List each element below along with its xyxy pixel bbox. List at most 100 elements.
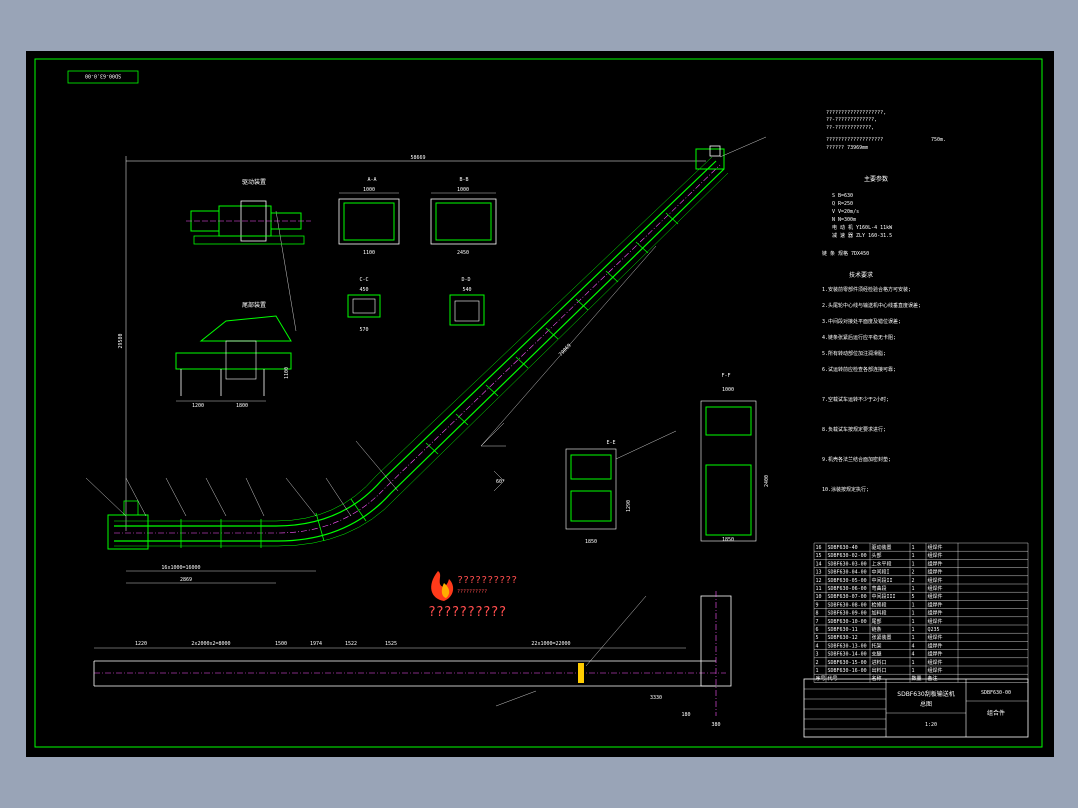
bom-cell: 组焊件 [928, 642, 943, 649]
bom-cell: SDBF630-08-00 [828, 602, 867, 608]
plan-dim-j: 380 [711, 722, 720, 728]
bom-cell: 出料口 [872, 667, 887, 674]
note-1: 1.安装前零部件须经检验合格方可安装; [822, 286, 911, 293]
bom-cell: 13 [816, 570, 822, 576]
dim-horizontal-b: 2869 [180, 577, 192, 583]
section-d: D-D 540 [449, 277, 485, 326]
plan-dim-h: 3330 [650, 695, 662, 701]
bom-cell: 检修段 [872, 601, 887, 608]
outer-frame [34, 58, 1043, 748]
bom-cell: 4 [912, 652, 915, 658]
section-f-height: 2400 [764, 475, 770, 487]
bom-cell: 组焊件 [928, 577, 943, 584]
plan-dim-g: 22x1000=22000 [531, 641, 570, 647]
leader-lines [85, 136, 767, 517]
bom-cell: SDBF630-05-00 [828, 578, 867, 584]
bom-cell: 2 [912, 570, 915, 576]
bom-cell: 张紧装置 [872, 634, 892, 641]
plan-dim-i: 180 [681, 712, 690, 718]
section-f: F-F 1000 1850 2400 [700, 373, 770, 543]
bom-cell: 4 [816, 643, 819, 649]
section-f-top: 1000 [722, 387, 734, 393]
section-a: A-A 1000 1100 [338, 177, 400, 256]
bom-cell: 10 [816, 594, 822, 600]
note-3: 3.中间段对接处平面度及错位误差; [822, 318, 901, 325]
bom-cell: 9 [816, 602, 819, 608]
bom-cell: 15 [816, 553, 822, 559]
notes-title: 技术要求 [849, 271, 873, 279]
angle-label: 60° [496, 479, 505, 485]
bom-cell: 组焊件 [928, 560, 943, 567]
section-c-top: 450 [359, 287, 368, 293]
tech-header: ???????????????????, ??-?????????????, ?… [826, 110, 946, 151]
plan-dim-d: 1974 [310, 641, 322, 647]
param-2: Q R=250 [832, 201, 853, 207]
note-4: 4.链条张紧后运行应平稳无卡阻; [822, 334, 896, 341]
bom-cell: 支腿 [872, 651, 882, 658]
bom-cell: SDBF630-14-00 [828, 652, 867, 658]
watermark-line1-sub: ?????????? [457, 589, 487, 595]
drive-view-label: 驱动装置 [242, 178, 266, 186]
cad-drawing: SD00-63.0-00 58669 29580 79069 6 [34, 58, 1043, 748]
section-a-width: 1000 [363, 187, 375, 193]
tech-header-line-1: ???????????????????, [826, 110, 886, 116]
note-2: 2.头尾轮中心线与输送机中心线垂直度误差; [822, 302, 921, 309]
plan-dim-f: 1525 [385, 641, 397, 647]
tech-header-line-5: ?????? 73969mm [826, 145, 868, 151]
section-a-label: A-A [367, 177, 376, 183]
params-title: 主要参数 [864, 175, 888, 183]
bom-cell: 组焊件 [928, 569, 943, 576]
section-f-label: F-F [721, 373, 730, 379]
conveyor-segment-ticks [180, 212, 679, 548]
bom-cell: 组焊件 [928, 593, 943, 600]
section-c-dim: 570 [359, 327, 368, 333]
code-box [67, 70, 139, 84]
bom-cell: 上水平段 [872, 560, 892, 567]
section-d-top: 540 [462, 287, 471, 293]
param-7: 链 条 规格 7DX450 [822, 250, 869, 257]
bom-cell: 头部 [872, 552, 882, 559]
bom-cell: SDBF630-10-00 [828, 619, 867, 625]
tech-header-line-3: ??-????????????, [826, 125, 874, 131]
bom-cell: 4 [912, 643, 915, 649]
bom-cell: 2 [816, 660, 819, 666]
section-a-bottom: 1100 [363, 250, 375, 256]
tech-header-extra: 750m. [931, 137, 946, 143]
note-9: 9.机壳各法兰结合面加密封垫; [822, 456, 891, 463]
bom-cell: 1 [912, 602, 915, 608]
bom-cell: 加料段 [872, 610, 887, 617]
plan-dim-c: 1500 [275, 641, 287, 647]
tail-unit [107, 514, 149, 550]
tail-dim-a: 1200 [192, 403, 204, 409]
bom-cell: SDBF630-09-00 [828, 611, 867, 617]
bom-cell: 中间段I [872, 569, 890, 576]
bom-cell: 中间段II [872, 577, 893, 584]
bom-cell: 1 [912, 660, 915, 666]
overall-length: 58669 [410, 155, 425, 161]
bom-cell: SDBF630-16-00 [828, 668, 867, 674]
plan-dim-e: 1522 [345, 641, 357, 647]
bom-cell: 组焊件 [928, 544, 943, 551]
bom-cell: SDBF630-03-00 [828, 561, 867, 567]
notes-block: 技术要求 1.安装前零部件须经检验合格方可安装; 2.头尾轮中心线与输送机中心线… [822, 271, 921, 493]
bom-cell: 进料口 [872, 659, 887, 666]
section-d-label: D-D [461, 277, 470, 283]
bom-cell: 组焊件 [928, 651, 943, 658]
bom-cell: 1 [912, 627, 915, 633]
bom-cell: 1 [912, 611, 915, 617]
bom-cell: 1 [912, 619, 915, 625]
note-5: 5.所有转动部位加注润滑脂; [822, 350, 886, 357]
watermark: ?????????? ?????????? ?????????? [428, 571, 517, 620]
bom-cell: SDBF630-13-00 [828, 643, 867, 649]
bom-cell: 组焊件 [928, 552, 943, 559]
param-3: V V=20m/s [832, 209, 859, 215]
tech-header-line-4: ??????????????????? [826, 137, 883, 143]
bom-cell: 托架 [872, 642, 882, 649]
section-e-label: E-E [606, 440, 615, 446]
param-6: 减 速 器 ZLY 160-31.5 [832, 232, 892, 239]
bom-cell: 组焊件 [928, 634, 943, 641]
section-e: E-E 1850 1290 [565, 440, 632, 545]
plan-view: 1220 2x2000x2=8000 1500 1974 1522 1525 2… [93, 591, 732, 728]
note-6: 6.试运转前应检查各部连接可靠; [822, 366, 896, 373]
chain-length: 79069 [558, 343, 573, 358]
